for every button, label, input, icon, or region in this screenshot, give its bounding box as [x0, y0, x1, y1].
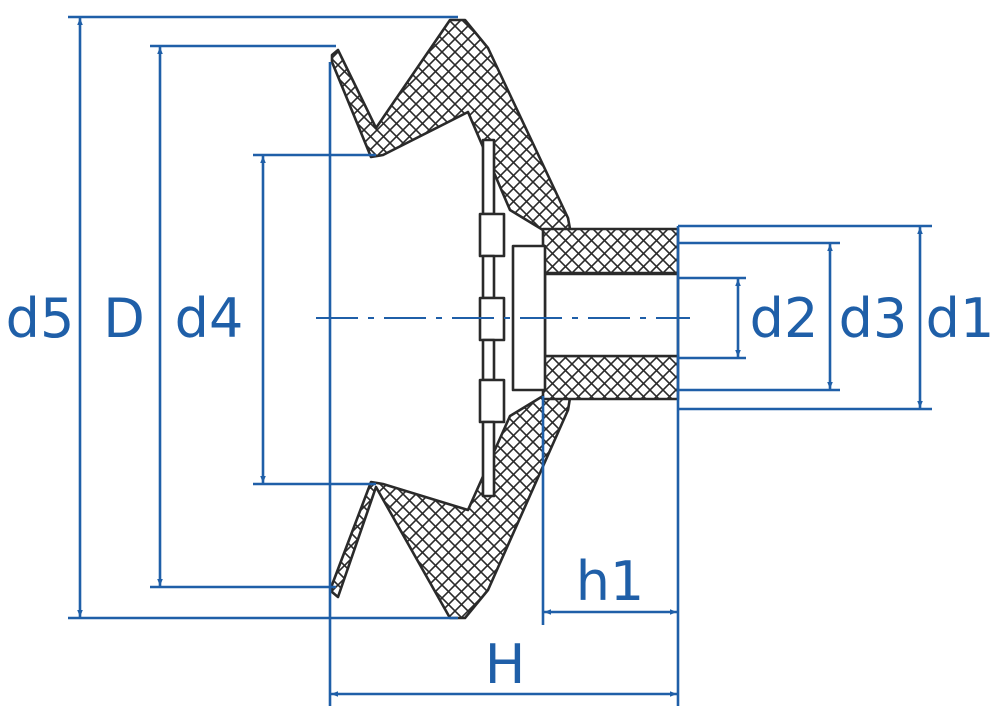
label-D: D	[103, 287, 145, 350]
label-d1: d1	[926, 287, 995, 350]
label-d3: d3	[839, 287, 908, 350]
bellows-wall-upper	[330, 18, 572, 232]
label-h1: h1	[576, 550, 645, 613]
bellows-wall-lower	[330, 394, 572, 620]
dimension-labels: d5 D d4 d2 d3 d1 h1 H	[6, 287, 995, 696]
label-d2: d2	[750, 287, 819, 350]
dimension-lines	[77, 18, 923, 697]
suction-cup-body	[316, 18, 690, 620]
label-d4: d4	[175, 287, 244, 350]
label-d5: d5	[6, 287, 75, 350]
insert-bore	[543, 272, 680, 358]
neck-wall-lower	[541, 354, 680, 401]
extension-lines	[68, 15, 932, 706]
neck-wall-upper	[541, 227, 680, 275]
label-H: H	[485, 633, 526, 696]
